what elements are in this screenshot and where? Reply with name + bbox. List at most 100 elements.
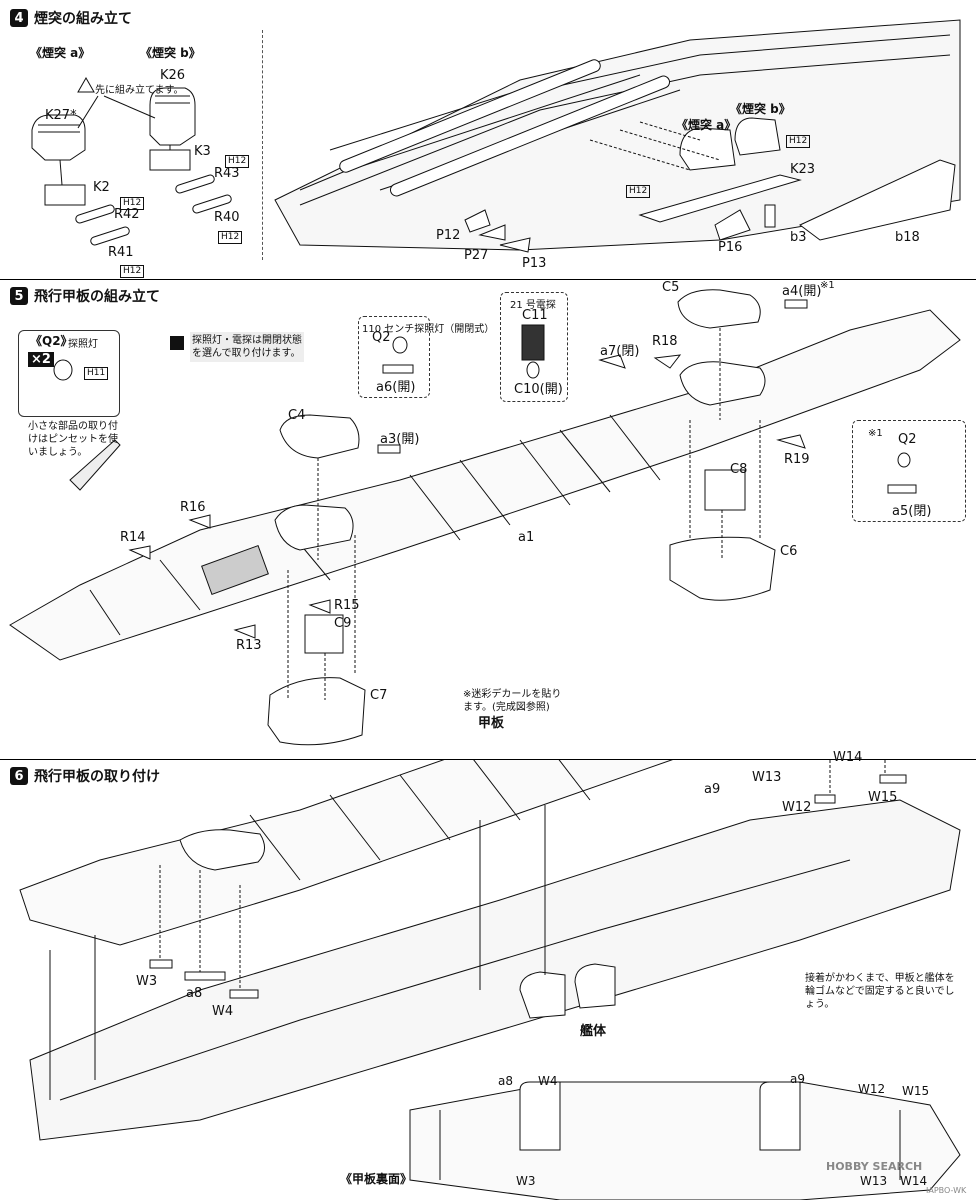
part-W4: W4 (212, 1004, 234, 1019)
step5-drawing (9, 289, 961, 746)
doc-code: IAPBO-WK (926, 1186, 967, 1195)
us-W4: W4 (538, 1074, 558, 1088)
part-W15: W15 (868, 790, 898, 805)
part-K26: K26 (160, 68, 186, 83)
part-a4: a4 (782, 284, 799, 299)
part-P13: P13 (522, 256, 547, 271)
step6-panel: 6 飛行甲板の取り付け (0, 689, 976, 1200)
mark1-b: ※1 (820, 280, 835, 291)
hull-label: 艦体 (580, 1024, 607, 1039)
part-C7: C7 (370, 688, 388, 703)
us-W13: W13 (860, 1174, 888, 1188)
searchlight-box (358, 316, 430, 398)
h12-tag-4: H12 (120, 265, 145, 278)
C10-state: (開) (539, 382, 563, 397)
tweezers-note: 小さな部品の取り付けはピンセットを使いましょう。 (28, 421, 118, 458)
h11-tag: H11 (84, 367, 109, 380)
part-a8: a8 (186, 986, 203, 1001)
x2-badge: ×2 (28, 352, 54, 367)
part-R18: R18 (652, 334, 678, 349)
part-W14: W14 (833, 750, 863, 765)
part-a1: a1 (518, 530, 535, 545)
part-R43: R43 (214, 166, 240, 181)
warning-note: 先に組み立てます。 (95, 85, 184, 96)
part-C8: C8 (730, 462, 748, 477)
hull-funnel-b-label: 《煙突 b》 (730, 102, 791, 116)
h12-tag-1: H12 (225, 155, 250, 168)
deck-shape (19, 760, 673, 946)
part-b3: b3 (790, 230, 807, 245)
step6-title: 飛行甲板の取り付け (34, 769, 160, 785)
step6-header: 6 飛行甲板の取り付け (10, 766, 160, 786)
funnel-a-label: 《煙突 a》 (30, 46, 91, 60)
part-a7: a7 (600, 344, 617, 359)
part-K23: K23 (790, 162, 816, 177)
part-C6: C6 (780, 544, 798, 559)
part-K3: K3 (194, 144, 211, 159)
a6-state: (開) (392, 380, 416, 395)
part-K2: K2 (93, 180, 110, 195)
part-a3: a3 (380, 432, 397, 447)
part-R42: R42 (114, 207, 140, 222)
radar-box (500, 292, 568, 402)
h12-tag-6: H12 (626, 185, 651, 198)
us-W3: W3 (516, 1174, 536, 1188)
step4-divider (262, 30, 264, 260)
part-C11: C11 (522, 308, 548, 323)
part-b18: b18 (895, 230, 920, 245)
part-P27: P27 (464, 248, 489, 263)
us-W12: W12 (858, 1082, 886, 1096)
step5-title: 飛行甲板の組み立て (34, 289, 160, 305)
part-C9: C9 (334, 616, 352, 631)
step5-panel: 5 飛行甲板の組み立て (0, 280, 976, 760)
q2-inset (18, 330, 120, 417)
step5-header: 5 飛行甲板の組み立て (10, 286, 160, 306)
funnel-a-shape (31, 114, 86, 161)
step5-number: 5 (10, 287, 28, 305)
step4-title: 煙突の組み立て (34, 11, 132, 27)
us-W14: W14 (900, 1174, 928, 1188)
h12-tag-3: H12 (218, 231, 243, 244)
us-a9: a9 (790, 1072, 805, 1086)
part-W13: W13 (752, 770, 782, 785)
q2-sub: 探照灯 (68, 339, 98, 350)
part-R40: R40 (214, 210, 240, 225)
us-W15: W15 (902, 1084, 930, 1098)
part-R13: R13 (236, 638, 262, 653)
step4-header: 4 煙突の組み立て (10, 8, 132, 28)
step6-number: 6 (10, 767, 28, 785)
part-Q2-b: Q2 (898, 432, 917, 447)
part-P16: P16 (718, 240, 743, 255)
part-Q2-a: Q2 (372, 330, 391, 345)
funnel-b-shape (149, 87, 196, 146)
part-W12: W12 (782, 800, 812, 815)
select-icon (170, 336, 184, 350)
hull-funnel-a-label: 《煙突 a》 (676, 118, 737, 132)
part-a6: a6 (376, 380, 393, 395)
mark1-a: ※1 (868, 428, 883, 439)
hull-shape (29, 799, 961, 1141)
part-R16: R16 (180, 500, 206, 515)
a4-state: (開) (798, 284, 822, 299)
part-a5: a5 (892, 504, 909, 519)
watermark: HOBBY SEARCH (826, 1160, 923, 1173)
part-R14: R14 (120, 530, 146, 545)
radar-note: 21 号電探 (510, 300, 556, 311)
q2-alt-box (852, 420, 966, 522)
part-C10: C10 (514, 382, 540, 397)
h12-tag-2: H12 (120, 197, 145, 210)
step6-drawing (19, 760, 961, 1200)
part-W3: W3 (136, 974, 158, 989)
decal-note: ※迷彩デカールを貼ります。(完成図参照) (463, 689, 562, 713)
underside-label: 《甲板裏面》 (340, 1172, 413, 1186)
part-a9: a9 (704, 782, 721, 797)
select-note: 探照灯・電探は開閉状態を選んで取り付けます。 (190, 332, 304, 362)
funnel-b-label: 《煙突 b》 (140, 46, 201, 60)
part-R41: R41 (108, 245, 134, 260)
part-R19: R19 (784, 452, 810, 467)
part-C4: C4 (288, 408, 306, 423)
a5-state: (閉) (908, 504, 932, 519)
flight-deck-shape (9, 309, 961, 661)
a7-state: (閉) (616, 344, 640, 359)
glue-note: 接着がかわくまで、甲板と艦体を輪ゴムなどで固定すると良いでしょう。 (805, 973, 955, 1010)
